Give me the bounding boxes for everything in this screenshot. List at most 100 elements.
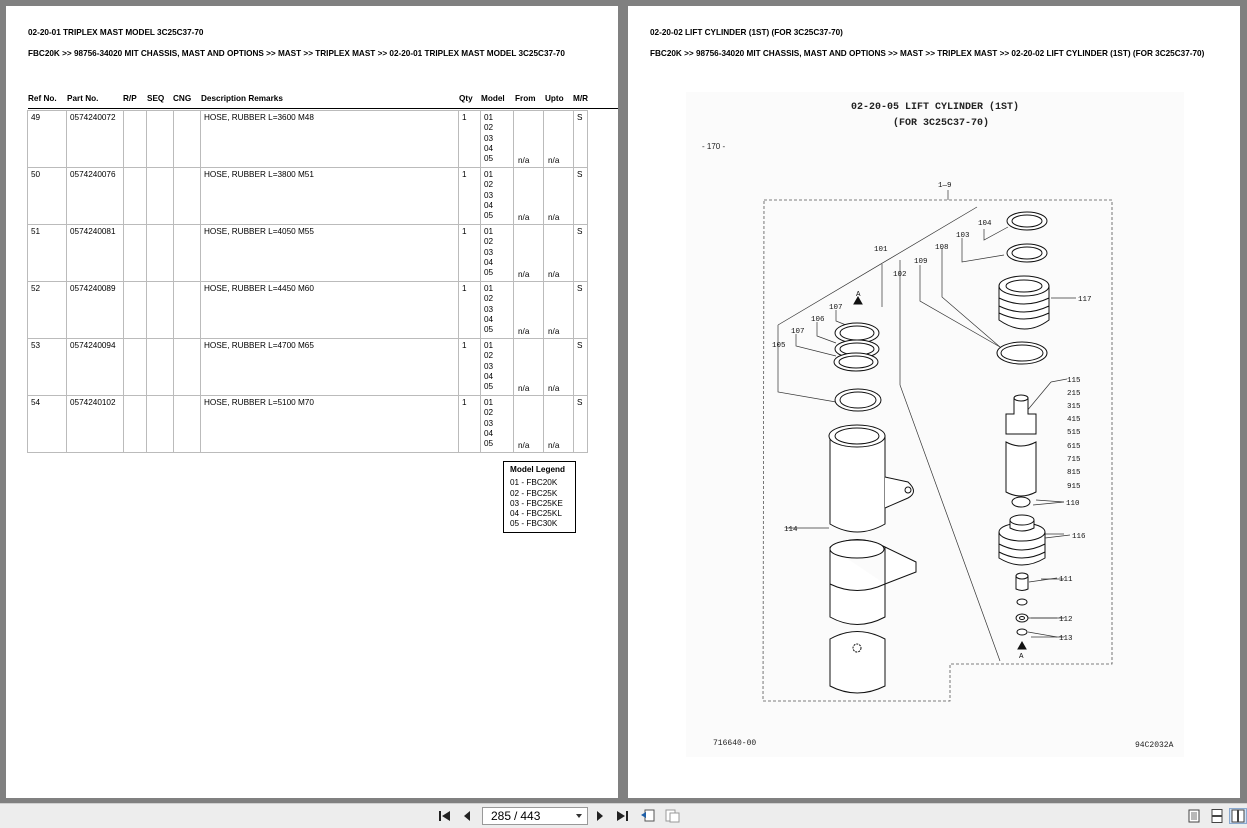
viewer-toolbar: 285/443 [0,803,1247,828]
gland-117 [998,286,1050,330]
callout-113: 113 [1059,635,1073,643]
o-ring-112-upper [1016,598,1028,606]
callout-106: 106 [811,316,825,324]
cell-mr: S [573,224,588,282]
cell-seq [146,224,174,282]
legend-item: 04 - FBC25KL [510,509,562,519]
cell-from: n/a [513,224,544,282]
legend-item: 01 - FBC20K [510,478,558,488]
go-back-button[interactable] [639,808,657,824]
model-code: 02 [484,180,494,190]
cell-upto: n/a [543,395,574,453]
header-rule [28,108,618,109]
from-value: n/a [518,383,530,393]
header-upto: Upto [545,94,564,103]
cell-upto: n/a [543,167,574,225]
cell-qty: 1 [458,110,481,168]
cell-rp [123,224,147,282]
two-page-view-button[interactable] [1229,808,1247,824]
upto-value: n/a [548,440,560,450]
callout-415: 415 [1067,416,1081,424]
single-page-view-button[interactable] [1185,808,1203,824]
continuous-view-button[interactable] [1208,808,1226,824]
next-page-button[interactable] [591,808,609,824]
cell-mr: S [573,338,588,396]
model-code: 03 [484,361,494,371]
callout-112: 112 [1059,616,1073,624]
current-page-number[interactable]: 285 [491,809,512,823]
drawing-subtitle: (FOR 3C25C37-70) [893,117,989,129]
cell-cng [173,281,201,339]
back-view-icon [641,809,655,822]
previous-page-icon [464,811,470,821]
cell-qty: 1 [458,281,481,339]
cell-mr: S [573,110,588,168]
callout-111: 111 [1059,576,1073,584]
last-page-button[interactable] [613,808,631,824]
right-page: 02-20-02 LIFT CYLINDER (1ST) (FOR 3C25C3… [628,6,1240,798]
cell-qty: 1 [458,224,481,282]
model-code: 03 [484,190,494,200]
callout-110: 110 [1066,500,1080,508]
cell-ref-no: 52 [27,281,67,339]
chevron-down-icon[interactable] [575,813,583,819]
o-ring-113 [1016,628,1028,636]
model-code: 05 [484,325,494,335]
arrow-a-label-2: A [1019,653,1024,661]
cell-part-no: 0574240076 [66,167,124,225]
callout-102: 102 [893,271,907,279]
upto-value: n/a [548,326,560,336]
page-number-field[interactable]: 285/443 [482,807,588,825]
header-from: From [515,94,536,103]
assembly-boundary [762,199,1113,702]
cell-from: n/a [513,338,544,396]
header-ref-no: Ref No. [28,94,57,103]
header-part-no: Part No. [67,94,99,103]
cell-rp [123,110,147,168]
cell-from: n/a [513,167,544,225]
model-code: 04 [484,200,494,210]
callout-105: 105 [772,342,786,350]
model-code: 02 [484,237,494,247]
model-code: 05 [484,268,494,278]
cell-description: HOSE, RUBBER L=3800 M51 [200,167,459,225]
model-code: 02 [484,351,494,361]
plunger-115 [1005,394,1037,497]
cell-mr: S [573,167,588,225]
cell-upto: n/a [543,224,574,282]
cell-from: n/a [513,110,544,168]
legend-item: 05 - FBC30K [510,519,558,529]
from-value: n/a [518,440,530,450]
callout-108: 108 [935,244,949,252]
continuous-page-icon [1211,809,1223,823]
cell-ref-no: 53 [27,338,67,396]
go-forward-button[interactable] [663,808,681,824]
cell-cng [173,395,201,453]
header-cng: CNG [173,94,192,103]
cell-rp [123,167,147,225]
cell-seq [146,110,174,168]
page-title: 02-20-01 TRIPLEX MAST MODEL 3C25C37-70 [28,28,204,37]
model-code: 04 [484,143,494,153]
model-code: 01 [484,113,494,122]
first-page-button[interactable] [436,808,454,824]
lift-cylinder-exploded-view: 02-20-05 LIFT CYLINDER (1ST) (FOR 3C25C3… [702,101,1174,750]
cell-part-no: 0574240081 [66,224,124,282]
callout-815: 815 [1067,469,1081,477]
legend-item: 03 - FBC25KE [510,498,563,508]
cell-qty: 1 [458,395,481,453]
single-page-icon [1188,809,1200,823]
cell-part-no: 0574240102 [66,395,124,453]
callout-104: 104 [978,220,992,228]
header-rp: R/P [123,94,137,103]
previous-page-button[interactable] [458,808,476,824]
drawing-figure-number: 94C2032A [1135,741,1174,750]
header-qty: Qty [459,94,473,103]
forward-view-icon [665,809,680,823]
